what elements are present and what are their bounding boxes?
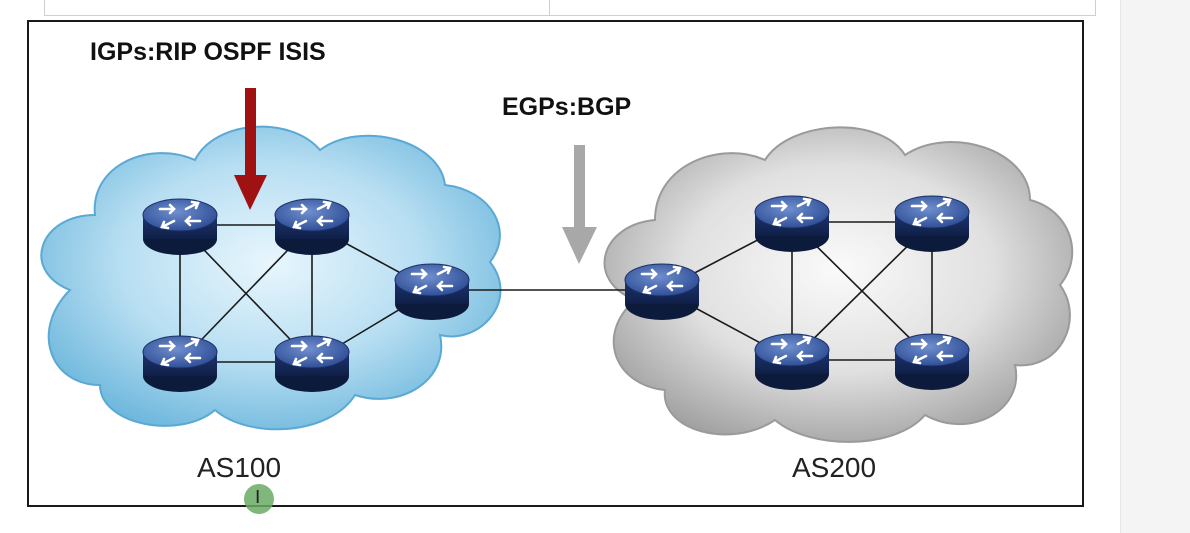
as200-label: AS200 [792,452,877,483]
router-icon [623,262,701,322]
router-icon [893,194,971,254]
router-icon [141,334,219,394]
text-cursor-icon: I [255,487,261,508]
egp-arrow [562,145,597,264]
igp-arrow [234,88,267,210]
router-icon [141,197,219,257]
router-icon [893,332,971,392]
igp-protocols-label: IGPs:RIP OSPF ISIS [90,38,326,66]
mouse-cursor-highlight [244,484,274,514]
router-icon [273,197,351,257]
router-icon [753,194,831,254]
as100-label: AS100 [197,452,282,483]
top-table-fragment [44,0,1096,16]
table-divider [549,0,550,16]
router-icon [273,334,351,394]
egp-protocol-label: EGPs:BGP [502,93,632,121]
scrollbar-area[interactable] [1120,0,1190,533]
router-icon [393,262,471,322]
router-icon [753,332,831,392]
